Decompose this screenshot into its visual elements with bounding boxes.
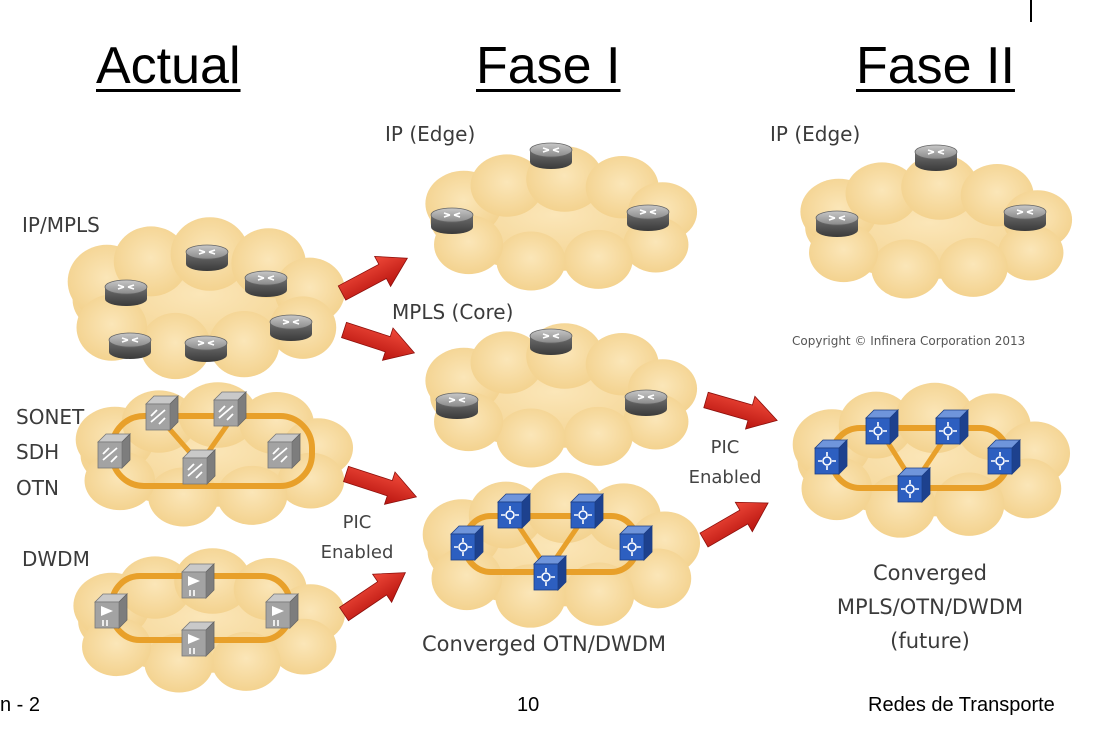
sdh-switch-icon: [97, 433, 131, 469]
sdh-switch-icon: [213, 391, 247, 427]
dwdm-node-icon: [265, 593, 299, 629]
converged-line2: MPLS/OTN/DWDM: [836, 595, 1024, 619]
ip-mpls-cloud: [67, 217, 346, 380]
otn-switch-icon: [814, 439, 848, 475]
router-icon: [529, 142, 573, 170]
router-icon: [815, 210, 859, 238]
pic-line2: Enabled: [320, 542, 394, 563]
label-dwdm: DWDM: [22, 547, 90, 571]
converged-line1: Converged: [872, 561, 987, 585]
router-icon: [269, 314, 313, 342]
corner-tick: [1030, 0, 1032, 22]
footer-left: n - 2: [0, 694, 41, 716]
sdh-switch-icon: [182, 449, 216, 485]
otn-switch-icon: [533, 555, 567, 591]
router-icon: [626, 204, 670, 232]
footer-right: Redes de Transporte: [868, 694, 1055, 716]
router-icon: [624, 389, 668, 417]
pic-line1: PIC: [710, 437, 740, 458]
label-ip-edge-2: IP (Edge): [770, 122, 861, 146]
mpls-core-cloud: [425, 323, 698, 468]
dwdm-cloud: [73, 548, 346, 693]
router-icon: [529, 328, 573, 356]
router-icon: [108, 332, 152, 360]
pic-line2: Enabled: [688, 467, 762, 488]
router-icon: [435, 392, 479, 420]
red-arrow-icon: [700, 383, 783, 438]
heading-actual: Actual: [96, 37, 241, 95]
router-icon: [244, 270, 288, 298]
page-number: 10: [517, 694, 540, 716]
sdh-cloud: [75, 382, 354, 527]
router-icon: [184, 335, 228, 363]
label-sdh: SDH: [16, 440, 60, 464]
label-converged-otn-dwdm: Converged OTN/DWDM: [422, 632, 667, 656]
dwdm-node-icon: [181, 563, 215, 599]
label-converged-future: Converged MPLS/OTN/DWDM (future): [800, 556, 1060, 658]
heading-fase-1: Fase I: [476, 37, 621, 95]
pic-line1: PIC: [342, 512, 372, 533]
converged-otn-cloud: [422, 472, 701, 628]
sdh-switch-icon: [267, 433, 301, 469]
red-arrow-icon: [334, 558, 416, 629]
label-pic-enabled-1: PIC Enabled: [312, 508, 402, 568]
otn-switch-icon: [619, 525, 653, 561]
ip-edge-cloud-1: [425, 142, 698, 291]
heading-fase-2: Fase II: [856, 37, 1015, 95]
otn-switch-icon: [570, 493, 604, 529]
converged-line3: (future): [890, 629, 970, 653]
red-arrow-icon: [333, 242, 416, 309]
dwdm-node-icon: [181, 621, 215, 657]
otn-switch-icon: [897, 467, 931, 503]
sdh-switch-icon: [145, 395, 179, 431]
label-ip-mpls: IP/MPLS: [22, 213, 100, 237]
router-icon: [914, 144, 958, 172]
otn-switch-icon: [865, 409, 899, 445]
label-pic-enabled-2: PIC Enabled: [680, 433, 770, 493]
label-otn: OTN: [16, 476, 59, 500]
converged-future-cloud: [792, 382, 1071, 538]
otn-switch-icon: [497, 493, 531, 529]
copyright-text: Copyright © Infinera Corporation 2013: [792, 334, 1026, 348]
otn-switch-icon: [935, 409, 969, 445]
router-icon: [104, 279, 148, 307]
otn-switch-icon: [450, 525, 484, 561]
router-icon: [185, 244, 229, 272]
otn-switch-icon: [987, 439, 1021, 475]
label-mpls-core: MPLS (Core): [392, 300, 514, 324]
label-ip-edge-1: IP (Edge): [385, 122, 476, 146]
router-icon: [1003, 204, 1047, 232]
label-sonet: SONET: [16, 405, 85, 429]
ip-edge-cloud-2: [800, 144, 1073, 299]
router-icon: [430, 207, 474, 235]
red-arrow-icon: [340, 457, 423, 514]
red-arrow-icon: [695, 487, 777, 556]
dwdm-node-icon: [94, 593, 128, 629]
